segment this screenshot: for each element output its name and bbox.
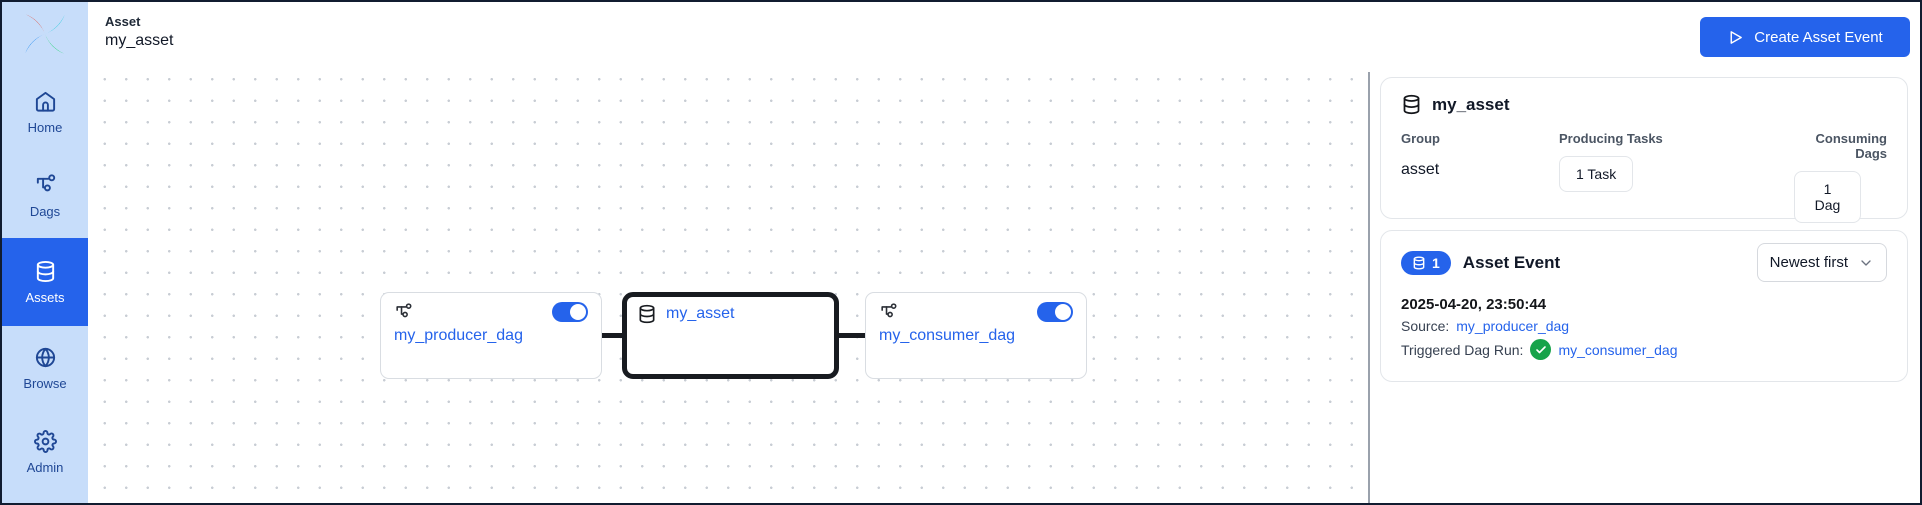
event-triggered-label: Triggered Dag Run:: [1401, 341, 1524, 358]
producing-tasks-label: Producing Tasks: [1559, 131, 1663, 146]
sidebar-item-home[interactable]: Home: [2, 70, 88, 154]
event-triggered-row: Triggered Dag Run: my_consumer_dag: [1401, 339, 1887, 360]
dag-icon: [881, 302, 897, 317]
lineage-graph-canvas[interactable]: [88, 72, 1368, 503]
event-timestamp: 2025-04-20, 23:50:44: [1401, 296, 1547, 313]
group-label: Group: [1401, 131, 1440, 146]
asset-summary-card: my_asset Group asset Producing Tasks 1 T…: [1380, 77, 1908, 223]
sidebar-item-assets[interactable]: Assets: [2, 238, 88, 326]
sidebar-item-label: Admin: [26, 459, 64, 475]
sidebar-item-label: Home: [27, 119, 63, 135]
home-icon: [35, 91, 55, 112]
sidebar-item-dags[interactable]: Dags: [2, 154, 88, 238]
create-asset-event-button[interactable]: Create Asset Event: [1700, 17, 1910, 57]
consuming-dags-label: Consuming Dags: [1815, 131, 1888, 161]
producing-tasks-column: Producing Tasks 1 Task: [1559, 131, 1794, 223]
group-value: asset: [1401, 161, 1440, 178]
consuming-dags-column: Consuming Dags 1 Dag: [1794, 131, 1887, 223]
airflow-logo-icon[interactable]: [23, 12, 67, 56]
asset-events-card: 1 Asset Event Newest first 2025-04-20, 2…: [1380, 230, 1908, 382]
event-count: 1: [1432, 254, 1440, 271]
sidebar-nav: Home Dags Assets Browse Admin: [2, 70, 88, 494]
dag-icon: [36, 173, 55, 191]
sidebar: Home Dags Assets Browse Admin: [2, 2, 88, 503]
graph-node-producer-dag[interactable]: my_producer_dag: [380, 292, 602, 379]
create-asset-event-label: Create Asset Event: [1754, 28, 1883, 46]
node-header: my_asset: [637, 304, 824, 324]
play-icon: [1730, 30, 1743, 44]
node-label-link[interactable]: my_producer_dag: [394, 327, 523, 344]
consuming-dags-button[interactable]: 1 Dag: [1794, 171, 1861, 223]
asset-event-item: 2025-04-20, 23:50:44 Source: my_producer…: [1401, 296, 1887, 360]
node-label-link[interactable]: my_consumer_dag: [879, 327, 1016, 344]
event-count-badge: 1: [1401, 250, 1451, 275]
graph-node-consumer-dag[interactable]: my_consumer_dag: [865, 292, 1087, 379]
page-title: my_asset: [105, 32, 174, 49]
database-icon: [639, 304, 655, 324]
sort-order-select[interactable]: Newest first: [1756, 243, 1887, 282]
sidebar-item-browse[interactable]: Browse: [2, 326, 88, 410]
panel-divider: [1368, 72, 1370, 503]
node-header: [879, 302, 1073, 322]
gear-icon: [33, 429, 57, 453]
check-icon: [1536, 345, 1546, 353]
node-label-link[interactable]: my_asset: [666, 305, 735, 322]
event-source-row: Source: my_producer_dag: [1401, 318, 1887, 334]
graph-node-asset[interactable]: my_asset: [622, 292, 839, 379]
sidebar-item-admin[interactable]: Admin: [2, 410, 88, 494]
breadcrumb: Asset: [105, 14, 141, 29]
sidebar-item-label: Assets: [25, 289, 65, 305]
event-source-label: Source:: [1401, 318, 1450, 334]
database-icon: [1413, 255, 1425, 270]
database-icon: [36, 260, 54, 282]
chevron-down-icon: [1861, 259, 1871, 266]
event-source-link[interactable]: my_producer_dag: [1456, 318, 1570, 334]
events-card-header: 1 Asset Event Newest first: [1401, 243, 1887, 282]
asset-card-header: my_asset: [1401, 94, 1887, 115]
sidebar-item-label: Dags: [29, 203, 61, 219]
dag-enabled-toggle[interactable]: [552, 302, 588, 322]
globe-icon: [35, 347, 55, 367]
event-triggered-link[interactable]: my_consumer_dag: [1558, 341, 1678, 358]
group-column: Group asset: [1401, 131, 1559, 223]
events-card-title: Asset Event: [1462, 252, 1561, 272]
asset-card-title: my_asset: [1432, 94, 1510, 114]
database-icon: [1403, 94, 1420, 115]
node-header: [394, 302, 588, 322]
dag-enabled-toggle[interactable]: [1037, 302, 1073, 322]
sidebar-item-label: Browse: [23, 375, 67, 391]
sort-order-value: Newest first: [1769, 254, 1848, 271]
success-status-icon: [1530, 339, 1552, 360]
asset-details-panel: my_asset Group asset Producing Tasks 1 T…: [1371, 72, 1918, 503]
asset-card-columns: Group asset Producing Tasks 1 Task Consu…: [1401, 131, 1887, 223]
dag-icon: [396, 302, 412, 317]
graph-edge: [600, 333, 626, 338]
producing-tasks-button[interactable]: 1 Task: [1559, 156, 1634, 192]
graph-edge: [836, 333, 869, 338]
